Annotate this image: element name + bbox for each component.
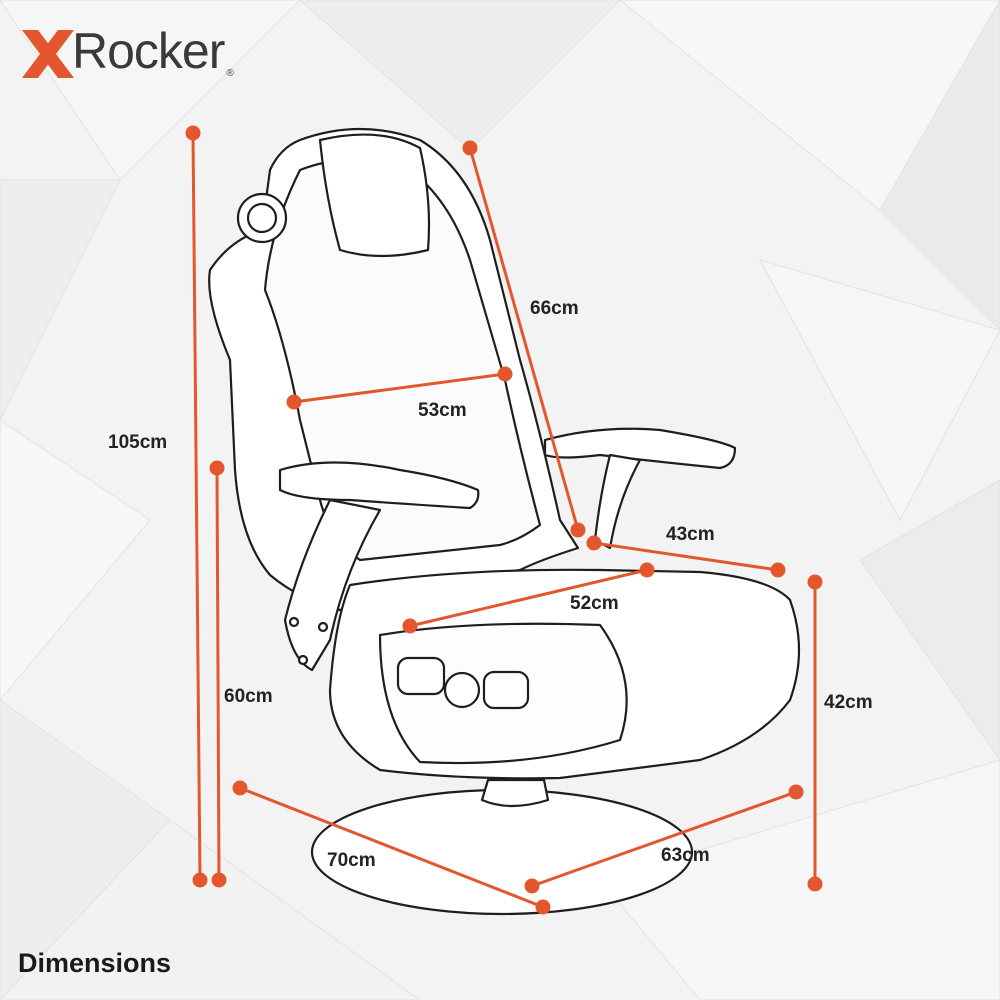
registered-mark: ® [226,67,234,79]
label-back-length: 66cm [530,298,579,319]
seat-speaker-center [443,671,481,709]
label-back-width: 53cm [418,400,467,421]
measurement-lines [185,125,823,915]
dimensions-caption: Dimensions [18,948,172,978]
brand-x-spacer [18,22,76,80]
label-seat-height: 42cm [824,692,873,713]
headrest [318,133,431,258]
label-base-length: 70cm [327,850,376,871]
label-base-width: 63cm [661,845,710,866]
label-seat-width: 52cm [570,593,619,614]
armrest-left-pad [278,461,480,510]
pedestal-stem [480,778,550,808]
seat-speaker-left [396,656,446,696]
armrest-right-support [593,453,642,550]
armrest-right-pad [543,427,737,470]
chair-drawing [208,127,801,916]
seat-speaker-right [482,670,530,710]
label-back-height: 60cm [224,686,273,707]
brand-logo: Rocker ® [18,22,234,80]
label-seat-depth: 43cm [666,524,715,545]
brand-x-mark [22,30,74,78]
label-overall-height: 105cm [108,432,168,453]
brand-name: Rocker [72,23,225,79]
